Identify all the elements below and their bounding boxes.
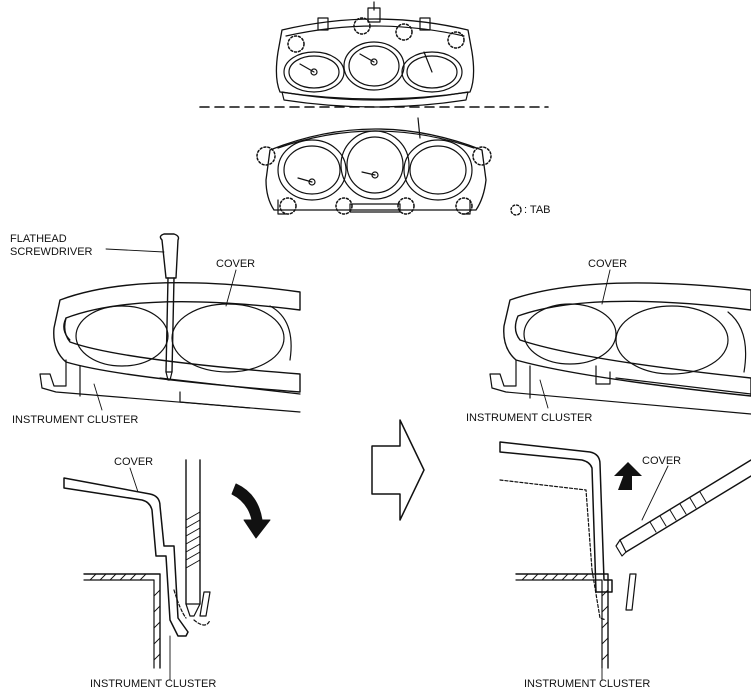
tab-markers-top — [287, 17, 465, 53]
label-cover-lower-right: COVER — [642, 455, 682, 467]
cluster-hatch-right — [521, 573, 609, 661]
section-left — [63, 459, 271, 669]
label-cover-left: COVER — [216, 258, 256, 270]
label-screwdriver: SCREWDRIVER — [10, 246, 93, 258]
rotate-arrow — [231, 483, 271, 539]
leader-lines — [93, 248, 669, 681]
tab-legend-symbol — [510, 204, 522, 216]
screwdriver-grip-hatch — [185, 511, 201, 569]
label-cover-right: COVER — [588, 258, 628, 270]
label-cluster-right: INSTRUMENT CLUSTER — [466, 412, 593, 424]
label-tab-legend: : TAB — [524, 204, 551, 216]
screwdriver-hatch-right — [649, 491, 707, 533]
screwdriver-handle — [159, 233, 180, 279]
sequence-arrow — [371, 419, 425, 521]
cluster-top-view — [275, 1, 475, 108]
tab-markers-front — [256, 146, 492, 215]
label-cluster-left: INSTRUMENT CLUSTER — [12, 414, 139, 426]
label-cover-lower-left: COVER — [114, 456, 154, 468]
section-right — [499, 441, 751, 669]
lift-arrow — [614, 462, 642, 476]
cover-removal-right — [489, 282, 751, 415]
cluster-hatch-left — [89, 573, 161, 661]
label-cluster-lower-left: INSTRUMENT CLUSTER — [90, 678, 217, 690]
cover-removal-left — [39, 233, 301, 413]
label-flathead: FLATHEAD — [10, 233, 67, 245]
label-cluster-lower-right: INSTRUMENT CLUSTER — [524, 678, 651, 690]
cluster-front-view — [256, 117, 522, 216]
